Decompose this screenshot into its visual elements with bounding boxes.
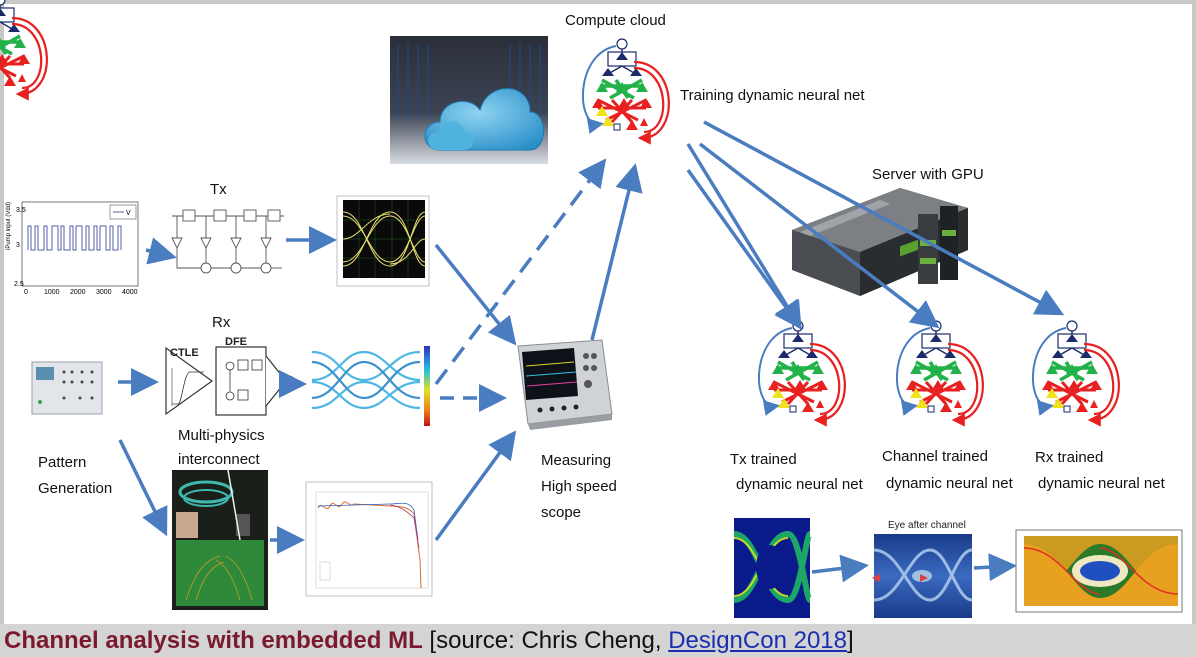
pattern-generation-label-1: Pattern bbox=[38, 454, 87, 471]
tx-trained-label-2: dynamic neural net bbox=[736, 476, 863, 493]
tick-y-35: 3.5 bbox=[16, 207, 26, 214]
rx-trained-neural-net bbox=[1033, 321, 1119, 420]
dfe-label: DFE bbox=[225, 336, 247, 348]
rx-ctle-dfe-diagram bbox=[165, 346, 298, 416]
neural-net-icon bbox=[0, 0, 48, 101]
eye-green-rainbow bbox=[733, 518, 813, 618]
channel-trained-neural-net bbox=[897, 321, 983, 420]
rx-label: Rx bbox=[212, 314, 231, 331]
eye-orange-image bbox=[1015, 529, 1183, 613]
pattern-generator-image bbox=[31, 361, 103, 415]
tick-x-1000: 1000 bbox=[44, 289, 60, 296]
eye-after-channel-label: Eye after channel bbox=[888, 520, 966, 531]
tick-x-3000: 3000 bbox=[96, 289, 112, 296]
measuring-label-2: High speed bbox=[541, 478, 617, 495]
tx-trained-neural-net bbox=[759, 321, 845, 420]
tick-y-3: 3 bbox=[16, 242, 20, 249]
caption-source-prefix: [source: Chris Cheng, bbox=[422, 627, 669, 654]
training-neural-net bbox=[583, 39, 669, 138]
tx-eye-diagram bbox=[336, 195, 430, 287]
oscilloscope-image bbox=[517, 339, 613, 430]
flow-arrows bbox=[118, 120, 1065, 583]
compute-cloud-label: Compute cloud bbox=[565, 12, 666, 29]
channel-trained-label-2: dynamic neural net bbox=[886, 475, 1013, 492]
pump-input-plot: V 3.5 3 2.5 0 1000 2000 3000 4000 iPump … bbox=[6, 201, 139, 296]
training-net-label: Training dynamic neural net bbox=[680, 87, 865, 104]
channel-loss-plot bbox=[305, 481, 433, 597]
server-gpu-label: Server with GPU bbox=[872, 166, 984, 183]
measuring-label-3: scope bbox=[541, 504, 582, 521]
channel-trained-label-1: Channel trained bbox=[882, 448, 988, 465]
rx-eye-diagram bbox=[304, 340, 436, 440]
tick-x-4000: 4000 bbox=[122, 289, 138, 296]
multi-physics-label-1: Multi-physics bbox=[178, 427, 265, 444]
tx-label: Tx bbox=[210, 181, 227, 198]
tick-x-2000: 2000 bbox=[70, 289, 86, 296]
designcon-link[interactable]: DesignCon 2018 bbox=[668, 627, 847, 654]
measuring-label-1: Measuring bbox=[541, 452, 612, 469]
legend-v-text: V bbox=[126, 210, 131, 217]
caption-source-suffix: ] bbox=[846, 627, 854, 654]
tick-x-0: 0 bbox=[24, 289, 28, 296]
tx-ffe-diagram bbox=[171, 209, 284, 274]
multi-physics-label-2: interconnect bbox=[178, 451, 260, 468]
tick-y-25: 2.5 bbox=[14, 281, 24, 288]
caption-title: Channel analysis with embedded ML bbox=[4, 627, 423, 654]
interconnect-photo bbox=[172, 469, 268, 610]
pump-ylabel: iPump input (Vdd) bbox=[6, 202, 12, 250]
rx-trained-label-1: Rx trained bbox=[1035, 449, 1104, 466]
eye-after-channel-image bbox=[872, 534, 973, 618]
pattern-generation-label-2: Generation bbox=[38, 480, 113, 497]
datacenter-cloud-image bbox=[390, 36, 548, 164]
rx-trained-label-2: dynamic neural net bbox=[1038, 475, 1165, 492]
figure-caption: Channel analysis with embedded ML [sourc… bbox=[0, 624, 1196, 657]
ctle-label: CTLE bbox=[170, 347, 199, 359]
tx-trained-label-1: Tx trained bbox=[730, 451, 797, 468]
gpu-server-image bbox=[792, 188, 968, 296]
